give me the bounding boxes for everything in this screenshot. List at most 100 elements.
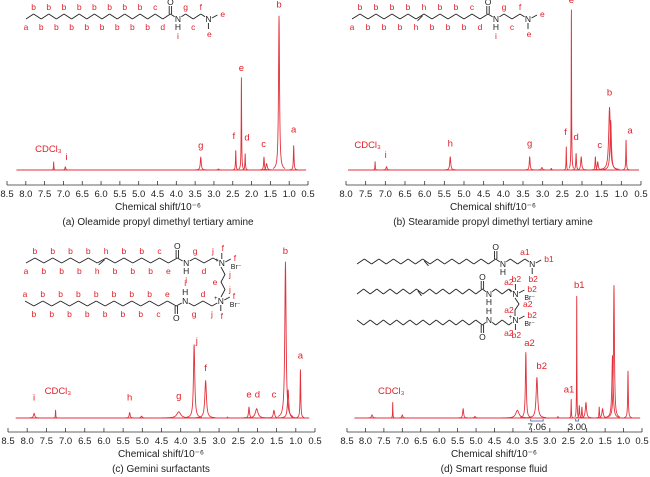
bond <box>168 257 178 264</box>
peak-label: a2 <box>524 338 535 349</box>
integration-bracket <box>575 419 580 422</box>
nitrogen-atom: N <box>182 296 188 306</box>
bond <box>491 322 496 326</box>
proton-label: b <box>39 22 44 32</box>
proton-label: b <box>92 2 97 12</box>
spectrum-peak <box>26 412 43 419</box>
proton-label: b <box>130 266 135 276</box>
x-tick-label: 6.5 <box>414 436 427 447</box>
bond <box>437 258 445 265</box>
bond <box>462 319 470 326</box>
bond <box>402 319 411 326</box>
hydrogen-atom: H <box>500 267 506 277</box>
x-axis-title: Chemical shift/10⁻⁶ <box>115 202 201 213</box>
panel-caption: (b) Stearamide propyl dimethyl tertiary … <box>393 217 593 228</box>
spectrum-peak <box>258 163 275 171</box>
proton-label: b <box>49 309 54 319</box>
spectrum-peak <box>602 120 619 170</box>
oxygen-atom: O <box>174 241 181 251</box>
proton-label: b <box>113 266 118 276</box>
methyl-bond <box>225 258 232 263</box>
bond <box>109 13 118 20</box>
x-axis-title: Chemical shift/10⁻⁶ <box>451 449 537 460</box>
bond <box>416 319 424 326</box>
bond <box>399 13 409 20</box>
proton-label: b <box>122 2 127 12</box>
bond <box>475 319 483 326</box>
bond <box>455 288 463 295</box>
bond <box>356 319 364 326</box>
bond <box>442 288 450 295</box>
x-tick-label: 4.5 <box>151 189 164 200</box>
proton-label: j <box>228 285 231 295</box>
spectrum-peak <box>498 409 536 419</box>
peak-label: g <box>176 391 181 402</box>
proton-label: b <box>54 22 59 32</box>
peak-label: c <box>261 139 266 150</box>
proton-label: b2 <box>512 330 522 340</box>
bond <box>407 258 416 265</box>
oxygen-atom: O <box>167 0 174 7</box>
x-tick-label: 3.0 <box>212 436 225 447</box>
methyl-bond <box>211 14 218 19</box>
nitrogen-atom: N <box>218 296 224 306</box>
x-tick-label: 5.5 <box>117 436 130 447</box>
bond <box>439 13 449 20</box>
proton-label: b <box>69 22 74 32</box>
proton-label: b <box>50 246 55 256</box>
x-tick-label: 0.5 <box>634 189 647 200</box>
x-tick-label: 7.5 <box>359 189 372 200</box>
spectrum-peak <box>568 9 575 169</box>
proton-label: i <box>495 31 497 41</box>
spectrum-peak <box>210 168 227 171</box>
bond <box>449 319 457 326</box>
x-tick-label: 2.0 <box>580 436 593 447</box>
peak-label: i <box>33 392 35 403</box>
proton-label: b <box>129 289 134 299</box>
x-tick-label: 5.0 <box>457 189 470 200</box>
bond <box>34 257 45 264</box>
bond <box>25 13 34 20</box>
bond <box>383 13 393 20</box>
bond <box>371 258 380 265</box>
x-tick-label: 3.5 <box>193 436 206 447</box>
peak-label: CDCl₃ <box>378 386 405 397</box>
proton-label: a1 <box>520 247 530 257</box>
x-tick-label: 6.0 <box>94 189 107 200</box>
bond <box>158 300 168 307</box>
bond <box>159 257 169 264</box>
bond <box>495 319 503 326</box>
bond <box>131 300 141 307</box>
bond <box>194 257 205 264</box>
spectrum-peak <box>266 409 282 419</box>
nitrogen-atom: N <box>219 258 225 268</box>
peak-label: d <box>255 389 260 400</box>
x-tick-label: 4.5 <box>477 189 490 200</box>
spectrum-peak <box>133 415 150 419</box>
bond <box>435 319 444 326</box>
proton-label: j <box>211 246 214 256</box>
proton-label: a <box>23 289 28 299</box>
proton-label: h <box>104 246 109 256</box>
bond <box>429 319 437 326</box>
proton-label: b <box>358 2 363 12</box>
bond <box>359 13 369 20</box>
bond <box>501 288 510 295</box>
x-tick-label: 8.0 <box>19 189 32 200</box>
proton-label: c <box>156 309 161 319</box>
hydrogen-atom: H <box>182 287 188 297</box>
spectrum-peak <box>51 161 57 171</box>
x-tick-label: 2.5 <box>562 436 575 447</box>
bond <box>409 288 417 295</box>
bond <box>363 319 371 326</box>
x-tick-label: 0.5 <box>635 436 648 447</box>
proton-label: b <box>77 266 82 276</box>
bond <box>488 258 496 265</box>
proton-label: b <box>115 22 120 32</box>
bond <box>96 257 107 264</box>
proton-label: j <box>228 270 231 280</box>
proton-label: b2 <box>528 274 538 284</box>
bond <box>402 288 411 295</box>
